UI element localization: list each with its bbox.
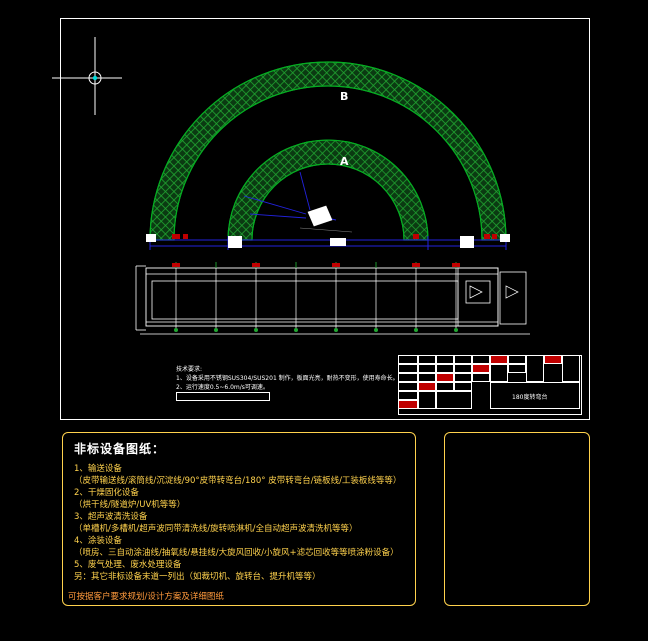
title-block-cell-red — [418, 382, 436, 391]
title-block-cell — [472, 373, 490, 382]
elevation-view — [135, 262, 530, 335]
title-block-cell — [436, 382, 454, 391]
title-block-cell — [418, 391, 436, 409]
title-block-cell — [454, 382, 472, 391]
drawing-frame — [60, 18, 590, 420]
title-block-cell — [562, 355, 580, 382]
callout-marker — [299, 205, 353, 233]
title-block-cell — [508, 355, 526, 364]
spec-line-1: 1、设备采用不锈钢SUS304/SUS201 制作，板面光亮，耐热不变形，使用寿… — [176, 375, 399, 382]
title-block-cell — [398, 382, 418, 391]
notes-panel — [62, 432, 416, 606]
notes-item: （烘干线/隧道炉/UV机等等） — [74, 500, 186, 510]
title-block-cell — [436, 355, 454, 364]
arc-inner-band — [227, 139, 429, 241]
notes-item: 5、废气处理、废水处理设备 — [74, 560, 182, 570]
title-block-cell — [454, 355, 472, 364]
crosshair-symbol — [52, 37, 122, 115]
title-block-cell — [398, 355, 418, 364]
notes-item: （皮带输送线/滚筒线/沉淀线/90°皮带转弯台/180° 皮带转弯台/链板线/工… — [74, 476, 402, 486]
title-block-cell — [454, 364, 472, 373]
title-block-cell — [490, 364, 508, 382]
arc-outer-label: B — [340, 90, 349, 103]
title-block-drawing-name: 180度转弯台 — [512, 394, 548, 401]
title-block-cell — [398, 373, 418, 382]
notes-item: 1、输送设备 — [74, 464, 122, 474]
arc-inner-label: A — [340, 155, 349, 168]
title-block-cell — [418, 373, 436, 382]
title-block-cell-red — [472, 364, 490, 373]
title-block-cell — [508, 364, 526, 373]
title-block-name-cell — [490, 382, 580, 409]
title-block-cell — [418, 364, 436, 373]
title-block-cell-red — [436, 373, 454, 382]
spec-line-2: 2、运行速度0.5~6.0m/s可调速。 — [176, 384, 269, 391]
leader-lines — [243, 171, 337, 221]
notes-item: （喷房、三自动涂油线/抽氧线/悬挂线/大旋风回收/小旋风+滤芯回收等等喷涂粉设备… — [74, 548, 399, 558]
title-block-cell — [436, 391, 472, 409]
title-block-cell-red — [490, 355, 508, 364]
title-block-cell — [436, 364, 454, 373]
title-block-cell — [398, 391, 418, 400]
notes-item: 4、涂装设备 — [74, 536, 122, 546]
title-block-cell — [398, 364, 418, 373]
title-block-cell — [418, 355, 436, 364]
title-block-cell-red — [398, 400, 418, 409]
title-block-cell — [526, 355, 544, 382]
title-block-cell — [472, 355, 490, 364]
notes-item: 另：其它非标设备末道一列出（如裁切机、旋转台、提升机等等） — [74, 572, 321, 582]
notes-item: 3、超声波清洗设备 — [74, 512, 148, 522]
notes-footer: 可按据客户要求规划/设计方案及详细图纸 — [68, 592, 224, 602]
plan-base-line — [146, 234, 510, 250]
title-block-cell — [454, 373, 472, 382]
notes-panel-secondary — [444, 432, 590, 606]
notes-item: （单槽机/多槽机/超声波同带清洗线/旋转喷淋机/全自动超声波清洗机等等） — [74, 524, 358, 534]
title-block-cell-red — [544, 355, 562, 364]
notes-panel-title: 非标设备图纸： — [74, 442, 166, 456]
spec-heading: 技术要求: — [176, 366, 203, 373]
notes-item: 2、干燥固化设备 — [74, 488, 139, 498]
spec-bar — [176, 392, 270, 401]
